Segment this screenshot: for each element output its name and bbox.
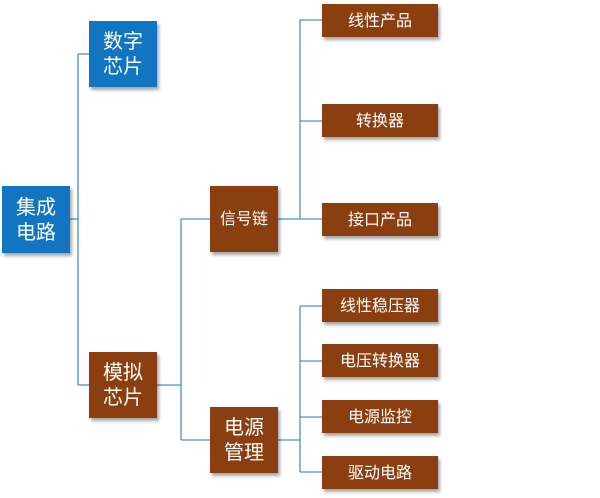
leaf-driver-circuits-label: 驱动电路 <box>347 462 412 482</box>
node-analog-chip-line1: 模拟 <box>103 360 143 384</box>
node-analog-chip: 模拟 芯片 <box>89 352 157 418</box>
node-power-management-line2: 管理 <box>224 440 264 464</box>
leaf-linear-regulators-label: 线性稳压器 <box>339 295 420 315</box>
leaf-power-monitoring: 电源监控 <box>322 400 438 433</box>
node-digital-chip-line2: 芯片 <box>103 54 143 78</box>
leaf-power-monitoring-label: 电源监控 <box>347 406 412 426</box>
node-digital-chip-line1: 数字 <box>103 29 143 53</box>
leaf-converters-label: 转换器 <box>355 110 404 130</box>
leaf-linear-products: 线性产品 <box>322 4 438 37</box>
node-integrated-circuit: 集成 电路 <box>2 186 70 253</box>
node-power-management: 电源 管理 <box>210 407 278 473</box>
leaf-linear-products-label: 线性产品 <box>347 10 412 30</box>
leaf-interface-products: 接口产品 <box>322 203 438 236</box>
leaf-converters: 转换器 <box>322 104 438 137</box>
node-signal-chain-label: 信号链 <box>219 209 268 228</box>
node-analog-chip-line2: 芯片 <box>103 385 143 409</box>
leaf-driver-circuits: 驱动电路 <box>322 456 438 489</box>
leaf-interface-products-label: 接口产品 <box>347 209 412 229</box>
node-power-management-line1: 电源 <box>224 415 264 439</box>
node-digital-chip: 数字 芯片 <box>89 21 157 87</box>
leaf-voltage-converters: 电压转换器 <box>322 344 438 377</box>
node-integrated-circuit-line2: 电路 <box>16 219 56 244</box>
node-integrated-circuit-line1: 集成 <box>16 194 56 219</box>
leaf-linear-regulators: 线性稳压器 <box>322 289 438 322</box>
leaf-voltage-converters-label: 电压转换器 <box>339 350 420 370</box>
node-signal-chain: 信号链 <box>210 186 278 252</box>
